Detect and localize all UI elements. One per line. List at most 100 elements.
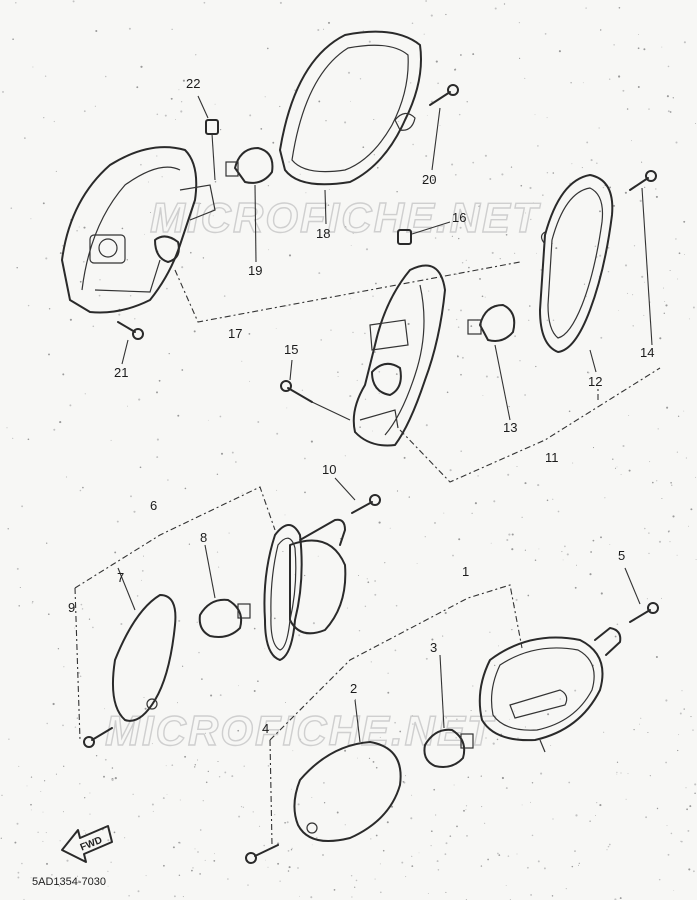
- speckle: [199, 873, 201, 875]
- speckle: [59, 421, 62, 424]
- speckle: [181, 665, 184, 667]
- speckle: [655, 655, 658, 659]
- label-10: 10: [322, 462, 336, 477]
- speckle: [406, 628, 408, 630]
- speckle: [288, 866, 291, 869]
- flasher-lens-7: [112, 594, 177, 722]
- speckle: [120, 622, 123, 626]
- speckle: [177, 702, 179, 704]
- label-16: 16: [452, 210, 466, 225]
- speckle: [496, 376, 499, 379]
- speckle: [412, 143, 414, 146]
- speckle: [432, 176, 434, 179]
- speckle: [694, 792, 696, 794]
- speckle: [359, 426, 361, 428]
- speckle: [190, 251, 192, 254]
- speckle: [195, 54, 197, 56]
- label-18: 18: [316, 226, 330, 241]
- speckle: [689, 805, 692, 808]
- speckle: [59, 252, 62, 255]
- speckle: [318, 100, 321, 103]
- speckle: [103, 775, 105, 778]
- speckle: [37, 831, 39, 834]
- speckle: [656, 480, 658, 482]
- speckle: [445, 891, 447, 893]
- speckle: [524, 549, 526, 551]
- nut-22: [205, 119, 219, 135]
- speckle: [224, 771, 227, 774]
- speckle: [416, 562, 418, 564]
- speckle: [566, 553, 569, 556]
- speckle: [168, 352, 170, 355]
- speckle: [42, 811, 44, 813]
- speckle: [352, 331, 354, 334]
- speckle: [483, 822, 486, 825]
- speckle: [273, 617, 276, 620]
- speckle: [24, 137, 26, 139]
- speckle: [354, 698, 357, 701]
- speckle: [107, 839, 110, 842]
- speckle: [267, 185, 269, 187]
- speckle: [431, 638, 434, 641]
- speckle: [499, 258, 501, 260]
- speckle: [258, 825, 261, 827]
- speckle: [137, 890, 140, 893]
- speckle: [298, 634, 301, 637]
- speckle: [537, 484, 540, 487]
- speckle: [128, 27, 131, 30]
- speckle: [62, 373, 65, 376]
- speckle: [644, 527, 646, 530]
- speckle: [434, 522, 436, 524]
- speckle: [214, 180, 217, 183]
- speckle: [433, 788, 436, 791]
- speckle: [73, 627, 75, 629]
- speckle: [42, 840, 44, 842]
- speckle: [480, 865, 483, 867]
- speckle: [297, 803, 300, 806]
- speckle: [267, 866, 269, 868]
- speckle: [626, 108, 629, 110]
- speckle: [457, 326, 460, 328]
- speckle: [79, 675, 82, 678]
- speckle: [484, 154, 487, 157]
- speckle: [449, 835, 452, 837]
- speckle: [301, 389, 304, 391]
- speckle: [430, 830, 433, 833]
- speckle: [658, 878, 661, 881]
- speckle: [379, 863, 381, 865]
- speckle: [227, 878, 229, 880]
- speckle: [95, 755, 98, 757]
- speckle: [175, 119, 176, 120]
- speckle: [531, 782, 534, 784]
- speckle: [378, 521, 381, 524]
- speckle: [437, 82, 439, 85]
- speckle: [184, 487, 187, 490]
- speckle: [2, 90, 4, 93]
- speckle: [461, 356, 464, 359]
- speckle: [287, 850, 290, 852]
- speckle: [207, 419, 209, 421]
- speckle: [223, 295, 226, 297]
- speckle: [364, 398, 367, 400]
- screw-10: [351, 501, 373, 514]
- speckle: [192, 867, 194, 869]
- fwd-arrow: FWD: [61, 825, 113, 863]
- speckle: [53, 120, 55, 123]
- speckle: [80, 603, 83, 606]
- speckle: [616, 466, 618, 468]
- speckle: [411, 855, 413, 858]
- speckle: [344, 455, 346, 457]
- speckle: [368, 757, 371, 760]
- speckle: [517, 737, 519, 739]
- label-2: 2: [350, 681, 357, 696]
- speckle: [30, 776, 33, 778]
- speckle: [98, 294, 101, 297]
- speckle: [552, 319, 555, 321]
- speckle: [350, 100, 352, 102]
- speckle: [26, 785, 28, 787]
- speckle: [451, 235, 453, 237]
- speckle: [467, 776, 470, 779]
- speckle: [638, 723, 640, 725]
- speckle: [665, 304, 668, 307]
- speckle: [692, 729, 694, 731]
